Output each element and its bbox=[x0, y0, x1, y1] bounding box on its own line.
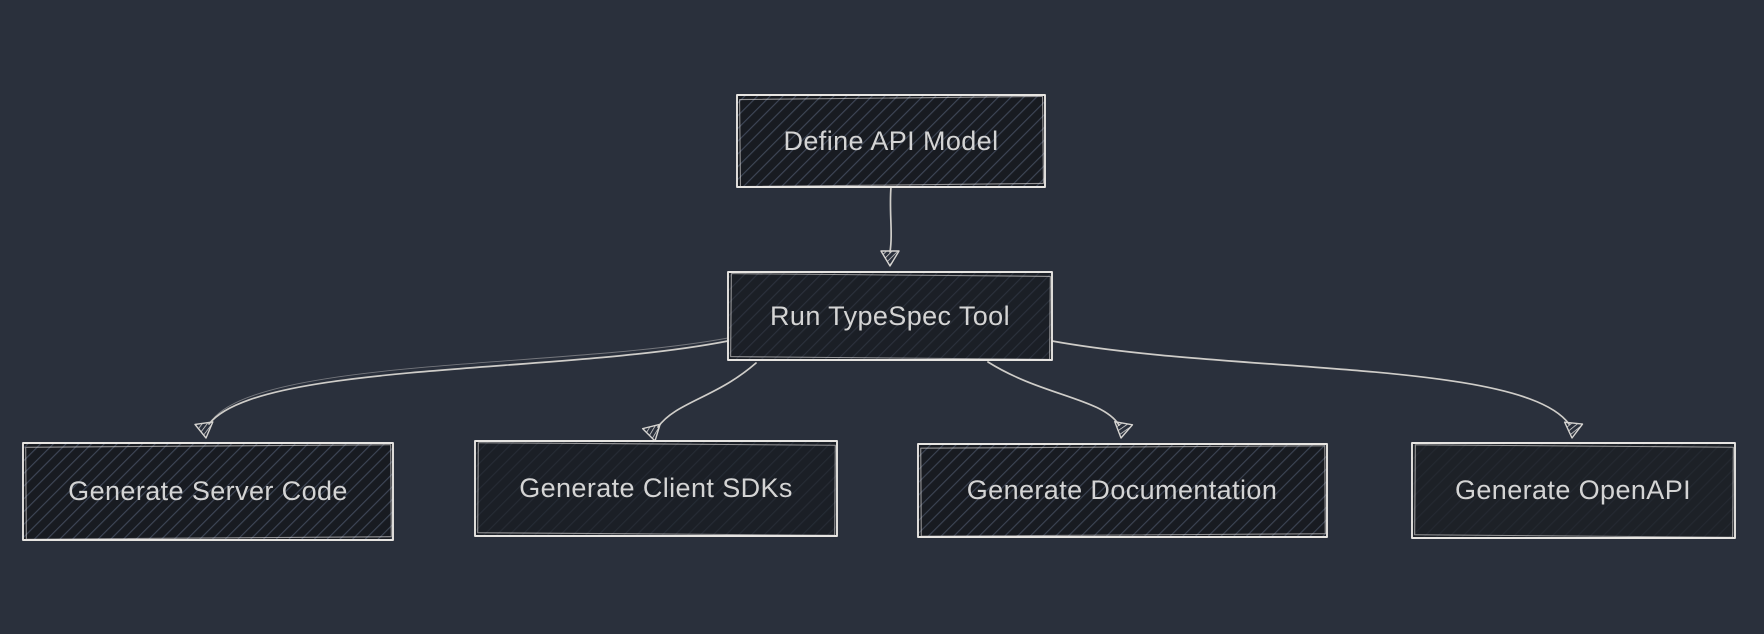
node-label: Generate Documentation bbox=[967, 475, 1277, 505]
node-label: Generate Server Code bbox=[68, 476, 348, 506]
node-define-api-model: Define API Model bbox=[736, 94, 1046, 188]
node-label: Define API Model bbox=[783, 126, 998, 156]
node-generate-documentation: Generate Documentation bbox=[917, 443, 1328, 538]
node-label: Generate OpenAPI bbox=[1455, 475, 1691, 505]
edge-run-to-openapi bbox=[1051, 340, 1570, 425]
node-label: Run TypeSpec Tool bbox=[770, 301, 1010, 331]
edge-define-to-run bbox=[889, 186, 892, 253]
arrowhead-run-to-server-icon bbox=[194, 421, 214, 439]
node-generate-client-sdks: Generate Client SDKs bbox=[474, 440, 838, 537]
arrowhead-run-to-docs-icon bbox=[1114, 420, 1134, 439]
arrowhead-run-to-sdk-icon bbox=[641, 423, 661, 442]
arrowhead-define-to-run-icon bbox=[880, 250, 900, 267]
node-generate-server-code: Generate Server Code bbox=[22, 442, 394, 541]
edge-run-to-sdk bbox=[657, 362, 757, 428]
edge-run-to-server-sketch bbox=[211, 337, 729, 421]
nodes-layer: Define API Model Run TypeSpec Tool Gener… bbox=[22, 94, 1736, 541]
edge-run-to-server bbox=[208, 340, 729, 425]
node-run-typespec-tool: Run TypeSpec Tool bbox=[727, 271, 1053, 361]
edge-run-to-docs bbox=[987, 361, 1120, 426]
edges-layer bbox=[194, 186, 1584, 442]
arrowhead-run-to-openapi-icon bbox=[1563, 421, 1584, 439]
node-generate-openapi: Generate OpenAPI bbox=[1411, 442, 1736, 539]
node-label: Generate Client SDKs bbox=[519, 473, 793, 503]
